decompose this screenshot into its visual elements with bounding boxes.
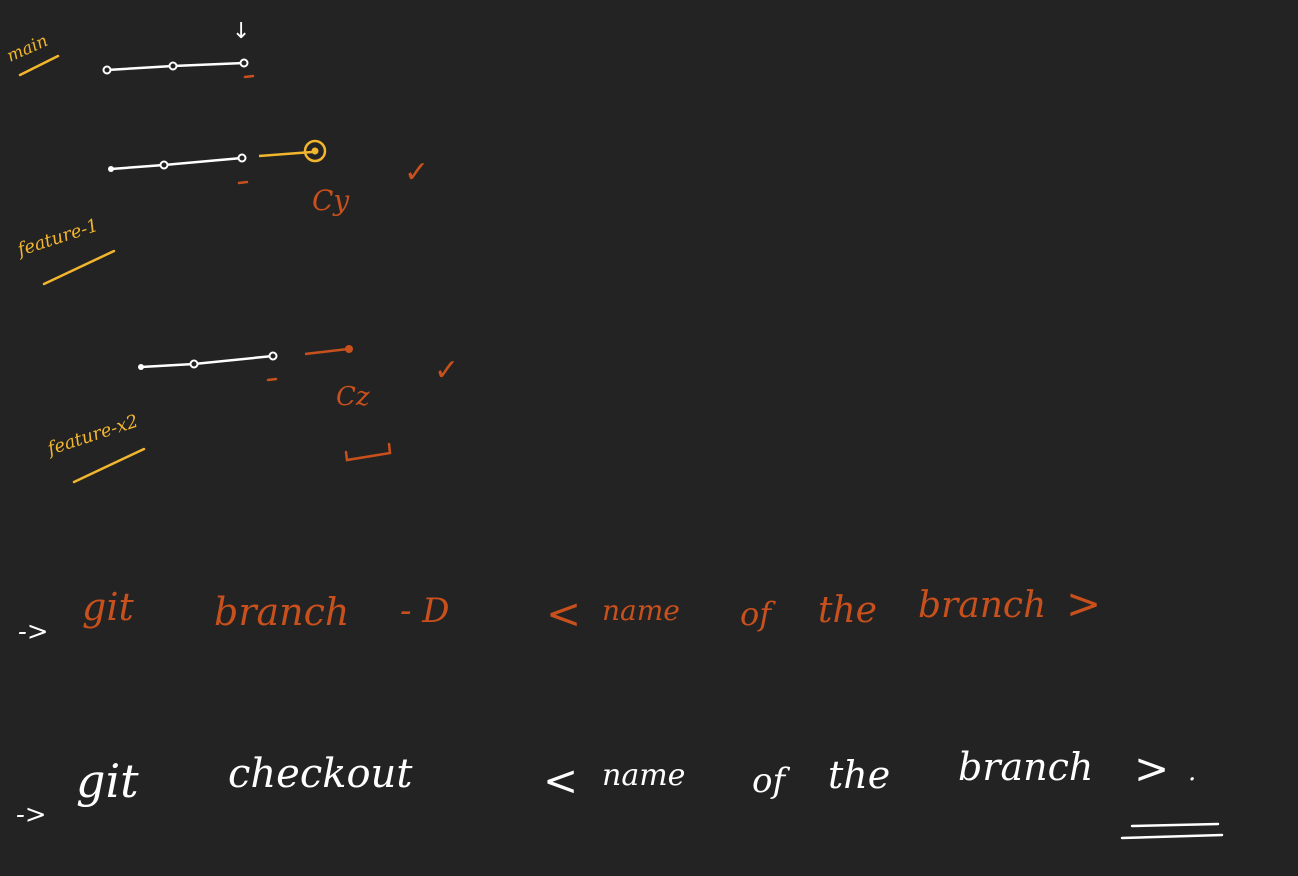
feature1-new-commit-ring bbox=[303, 139, 327, 163]
feature2-branch-label: feature-x2 bbox=[43, 411, 141, 461]
feature2-branch-line bbox=[140, 354, 274, 369]
commit-cz-label: Cz bbox=[336, 382, 370, 412]
git-checkout-command: -> git checkout < name of the branch > . bbox=[16, 744, 1196, 830]
cmd1-flag: - D bbox=[400, 591, 450, 631]
main-commit-1 bbox=[102, 65, 112, 75]
feature1-commit-mark bbox=[237, 180, 249, 185]
cmd1-lt: < bbox=[546, 589, 581, 638]
feature2-check-mark: ✓ bbox=[434, 353, 459, 388]
feature1-new-commit-line bbox=[258, 150, 313, 158]
cmd1-git: git bbox=[82, 585, 134, 629]
feature2-commit-2 bbox=[189, 359, 199, 369]
commit-cy-label: Cy bbox=[312, 184, 350, 217]
cmd1-br: branch bbox=[918, 585, 1046, 626]
feature1-commit-3 bbox=[237, 153, 247, 163]
main-commit-mark bbox=[243, 74, 255, 79]
main-commit-2 bbox=[168, 61, 178, 71]
head-pointer-arrow: ↓ bbox=[232, 19, 250, 44]
cmd2-git: git bbox=[76, 754, 139, 808]
cmd2-the: the bbox=[828, 753, 890, 797]
feature2-commit-1 bbox=[138, 364, 144, 370]
feature1-branch-underline bbox=[42, 249, 116, 286]
git-branch-delete-command: -> git branch - D < name of the branch > bbox=[18, 579, 1101, 647]
cmd2-name: name bbox=[602, 758, 685, 793]
cmd2-lt: < bbox=[543, 756, 578, 805]
main-commit-3 bbox=[239, 58, 249, 68]
cmd2-checkout: checkout bbox=[228, 751, 413, 797]
feature1-commit-2 bbox=[159, 160, 169, 170]
checkout-double-underline-top bbox=[1130, 822, 1220, 828]
feature2-new-commit-line bbox=[304, 347, 349, 356]
cmd1-gt: > bbox=[1066, 579, 1101, 628]
feature1-branch-line bbox=[110, 156, 243, 171]
main-branch-label: main bbox=[4, 31, 51, 67]
cmd2-dot: . bbox=[1188, 757, 1196, 787]
commit-cz-bracket bbox=[344, 442, 392, 462]
feature1-branch-label: feature-1 bbox=[13, 215, 101, 261]
cmd1-of: of bbox=[740, 595, 776, 633]
feature2-new-commit-dot bbox=[345, 345, 353, 353]
main-branch-underline bbox=[18, 54, 60, 77]
feature1-new-commit-dot bbox=[311, 147, 319, 155]
feature2-branch-underline bbox=[72, 447, 146, 484]
feature2-commit-mark bbox=[266, 377, 278, 382]
cmd1-the: the bbox=[818, 590, 877, 631]
feature1-check-mark: ✓ bbox=[404, 155, 429, 190]
cmd2-arrow: -> bbox=[16, 800, 47, 830]
cmd1-name: name bbox=[602, 594, 680, 627]
cmd1-branch: branch bbox=[214, 590, 349, 634]
cmd2-gt: > bbox=[1134, 744, 1169, 793]
feature1-commit-1 bbox=[108, 166, 114, 172]
cmd1-arrow: -> bbox=[18, 617, 49, 647]
checkout-double-underline-bottom bbox=[1120, 833, 1224, 840]
feature2-commit-3 bbox=[268, 351, 278, 361]
cmd2-br: branch bbox=[958, 745, 1093, 789]
cmd2-of: of bbox=[752, 761, 790, 801]
